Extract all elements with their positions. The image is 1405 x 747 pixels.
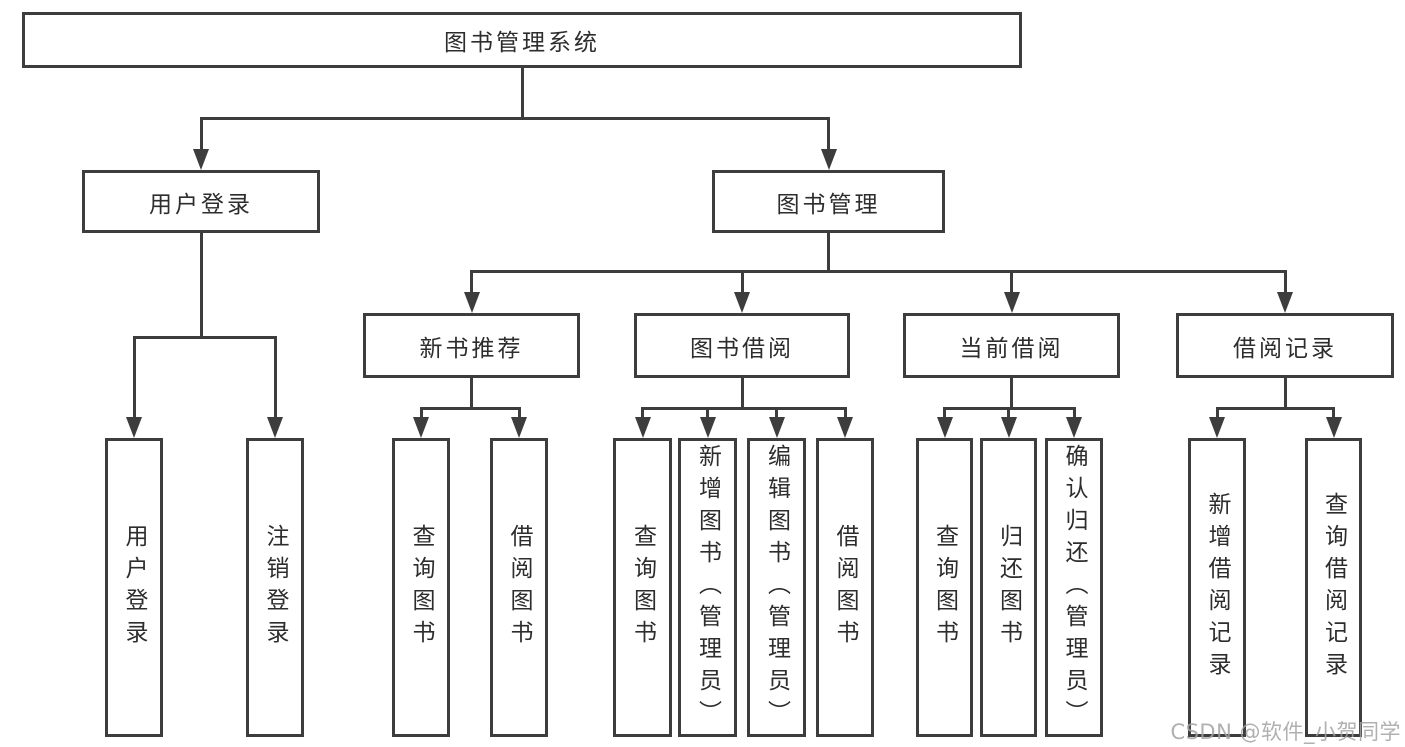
connector-stub-borrowing-records <box>1283 270 1287 294</box>
node-query-books-recommend: 查询图书 <box>392 438 450 737</box>
node-query-books-borrowing: 查询图书 <box>613 438 672 737</box>
connector-stub-query-borrow-record <box>1332 407 1335 419</box>
node-user-login-branch: 用户登录 <box>82 170 320 233</box>
connector-drop-user-login-branch <box>199 233 203 339</box>
node-label-current-borrowing: 当前借阅 <box>959 335 1064 362</box>
node-label-add-borrow-record: 新增借阅记录 <box>1204 491 1230 684</box>
node-label-confirm-return-admin: 确认归还（管理员） <box>1061 443 1087 732</box>
arrow-down-borrowing-records <box>1277 292 1293 313</box>
node-label-edit-books-admin: 编辑图书（管理员） <box>763 443 790 732</box>
connector-drop-book-management <box>827 233 830 273</box>
node-label-borrowing-records: 借阅记录 <box>1233 335 1337 362</box>
node-label-borrow-books-borrowing: 借阅图书 <box>832 523 858 652</box>
arrow-down-return-books <box>1000 417 1017 438</box>
arrow-down-edit-books-admin <box>768 417 785 438</box>
node-root: 图书管理系统 <box>22 12 1022 68</box>
connector-bar-book-borrowing <box>641 407 847 410</box>
node-label-book-borrowing: 图书借阅 <box>690 335 794 362</box>
connector-bar-new-book-recommend <box>419 407 521 410</box>
connector-stub-book-borrowing <box>740 270 744 294</box>
node-book-borrowing: 图书借阅 <box>634 313 850 378</box>
connector-drop-root <box>520 68 524 120</box>
arrow-down-borrow-books-recommend <box>511 417 527 438</box>
connector-drop-book-borrowing <box>740 378 744 410</box>
node-label-logout-leaf: 注销登录 <box>262 523 288 652</box>
node-borrow-books-recommend: 借阅图书 <box>490 438 548 737</box>
connector-bar-book-management <box>470 270 1287 273</box>
connector-drop-new-book-recommend <box>470 378 473 410</box>
connector-stub-query-books-current <box>943 407 946 419</box>
node-label-query-borrow-record: 查询借阅记录 <box>1320 491 1347 684</box>
arrow-down-user-login-leaf <box>126 417 142 438</box>
node-current-borrowing: 当前借阅 <box>903 313 1120 378</box>
arrow-down-logout-leaf <box>267 417 283 438</box>
node-borrow-books-borrowing: 借阅图书 <box>816 438 874 737</box>
connector-stub-confirm-return-admin <box>1072 407 1076 419</box>
node-book-management: 图书管理 <box>712 170 945 233</box>
connector-bar-borrowing-records <box>1215 407 1335 410</box>
connector-stub-new-book-recommend <box>470 270 473 294</box>
connector-stub-borrow-books-borrowing <box>843 407 847 419</box>
node-label-book-management: 图书管理 <box>776 191 881 218</box>
arrow-down-confirm-return-admin <box>1066 417 1082 438</box>
arrow-down-user-login-branch <box>193 149 209 170</box>
node-query-borrow-record: 查询借阅记录 <box>1305 438 1362 737</box>
arrow-down-borrow-books-borrowing <box>837 417 853 438</box>
connector-stub-query-books-recommend <box>419 407 423 419</box>
node-label-return-books: 归还图书 <box>995 523 1022 652</box>
arrow-down-query-books-borrowing <box>634 417 651 438</box>
connector-stub-add-borrow-record <box>1215 407 1219 419</box>
node-return-books: 归还图书 <box>980 438 1037 737</box>
node-label-user-login-branch: 用户登录 <box>149 191 253 218</box>
node-borrowing-records: 借阅记录 <box>1176 313 1394 378</box>
node-logout-leaf: 注销登录 <box>246 438 304 737</box>
csdn-watermark: CSDN @软件_小贺同学 <box>1170 720 1401 744</box>
node-label-query-books-current: 查询图书 <box>931 523 958 652</box>
arrow-down-current-borrowing <box>1003 292 1020 313</box>
arrow-down-query-books-current <box>936 417 953 438</box>
arrow-down-new-book-recommend <box>463 292 480 313</box>
node-confirm-return-admin: 确认归还（管理员） <box>1045 438 1103 737</box>
connector-drop-current-borrowing <box>1010 378 1013 410</box>
arrow-down-add-borrow-record <box>1209 417 1225 438</box>
node-label-query-books-recommend: 查询图书 <box>408 523 434 652</box>
node-label-root: 图书管理系统 <box>444 30 600 56</box>
arrow-down-query-borrow-record <box>1325 417 1342 438</box>
arrow-down-query-books-recommend <box>413 417 429 438</box>
node-label-add-books-admin: 新增图书（管理员） <box>694 443 721 732</box>
node-label-user-login-leaf: 用户登录 <box>121 523 147 652</box>
connector-stub-logout-leaf <box>273 336 277 419</box>
node-label-new-book-recommend: 新书推荐 <box>419 335 524 362</box>
node-add-books-admin: 新增图书（管理员） <box>678 438 737 737</box>
connector-stub-user-login-branch <box>199 117 203 151</box>
arrow-down-book-borrowing <box>734 292 750 313</box>
arrow-down-add-books-admin <box>699 417 716 438</box>
node-label-query-books-borrowing: 查询图书 <box>629 523 656 652</box>
connector-stub-query-books-borrowing <box>641 407 644 419</box>
connector-stub-edit-books-admin <box>775 407 778 419</box>
node-label-borrow-books-recommend: 借阅图书 <box>506 523 532 652</box>
connector-stub-add-books-admin <box>706 407 709 419</box>
node-add-borrow-record: 新增借阅记录 <box>1188 438 1246 737</box>
connector-stub-borrow-books-recommend <box>517 407 521 419</box>
node-new-book-recommend: 新书推荐 <box>363 313 580 378</box>
connector-stub-current-borrowing <box>1010 270 1013 294</box>
connector-stub-return-books <box>1007 407 1010 419</box>
connector-stub-book-management <box>827 117 830 151</box>
connector-bar-user-login-branch <box>132 336 277 339</box>
node-user-login-leaf: 用户登录 <box>105 438 163 737</box>
arrow-down-book-management <box>820 149 837 170</box>
connector-bar-root <box>199 117 830 120</box>
node-query-books-current: 查询图书 <box>916 438 973 737</box>
node-edit-books-admin: 编辑图书（管理员） <box>747 438 806 737</box>
connector-stub-user-login-leaf <box>132 336 136 419</box>
connector-drop-borrowing-records <box>1283 378 1287 410</box>
